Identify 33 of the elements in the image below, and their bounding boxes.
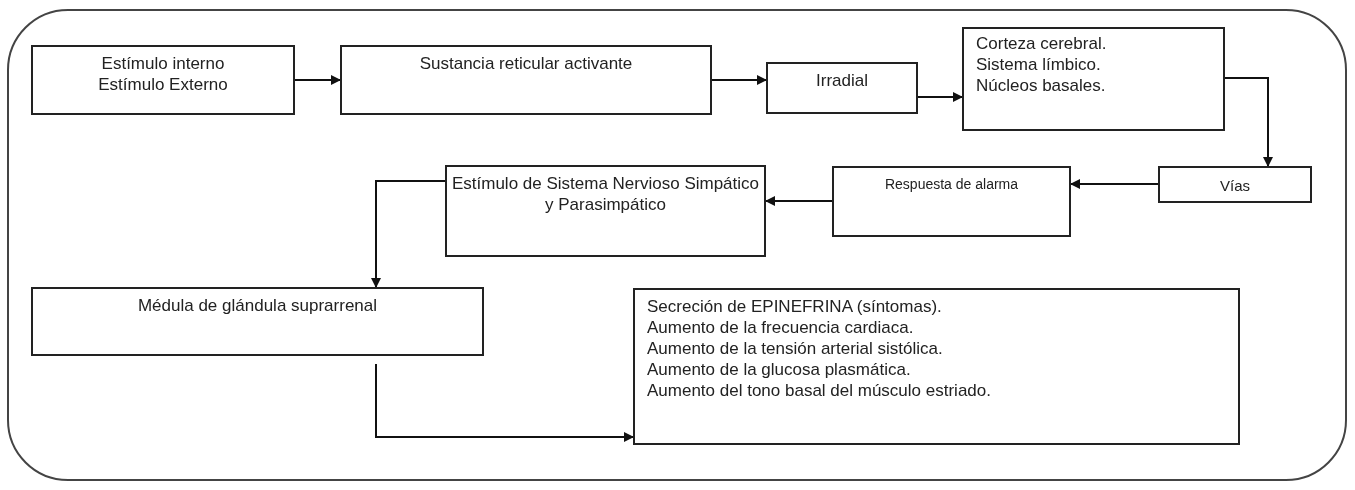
- box-text: Estímulo de Sistema Nervioso Simpático y Parasimpático: [451, 173, 760, 215]
- box-text: Estímulo interno: [100, 53, 226, 74]
- process-box: [445, 165, 766, 257]
- process-box: [766, 62, 918, 114]
- process-box: [340, 45, 712, 115]
- box-text: Aumento de la tensión arterial sistólica.: [647, 338, 944, 359]
- box-text: Secreción de EPINEFRINA (síntomas).: [647, 296, 943, 317]
- box-text: Aumento de la frecuencia cardiaca.: [647, 317, 915, 338]
- process-box: [832, 166, 1071, 237]
- process-box: [633, 288, 1240, 445]
- box-text: Corteza cerebral.: [976, 33, 1108, 54]
- arrow: [375, 363, 634, 442]
- box-text: Médula de glándula suprarrenal: [136, 295, 379, 316]
- box-text: Vías: [1219, 176, 1251, 196]
- box-text: Sistema límbico.: [976, 54, 1102, 75]
- box-text: Estímulo Externo: [97, 74, 229, 95]
- process-box: [31, 45, 295, 115]
- arrow: [1070, 179, 1159, 189]
- arrow: [371, 180, 446, 288]
- arrow: [294, 75, 341, 85]
- arrow: [711, 75, 767, 85]
- box-text: Aumento del tono basal del músculo estriado.: [647, 380, 992, 401]
- arrow: [917, 92, 963, 102]
- process-box: [31, 287, 484, 356]
- box-text: Sustancia reticular activante: [418, 53, 634, 74]
- box-text: Irradial: [815, 70, 869, 91]
- box-text: Aumento de la glucosa plasmática.: [647, 359, 912, 380]
- process-box: [962, 27, 1225, 131]
- box-text: Respuesta de alarma: [883, 175, 1020, 194]
- process-box: [1158, 166, 1312, 203]
- arrow: [765, 196, 833, 206]
- arrow: [1224, 77, 1273, 167]
- box-text: Núcleos basales.: [976, 75, 1107, 96]
